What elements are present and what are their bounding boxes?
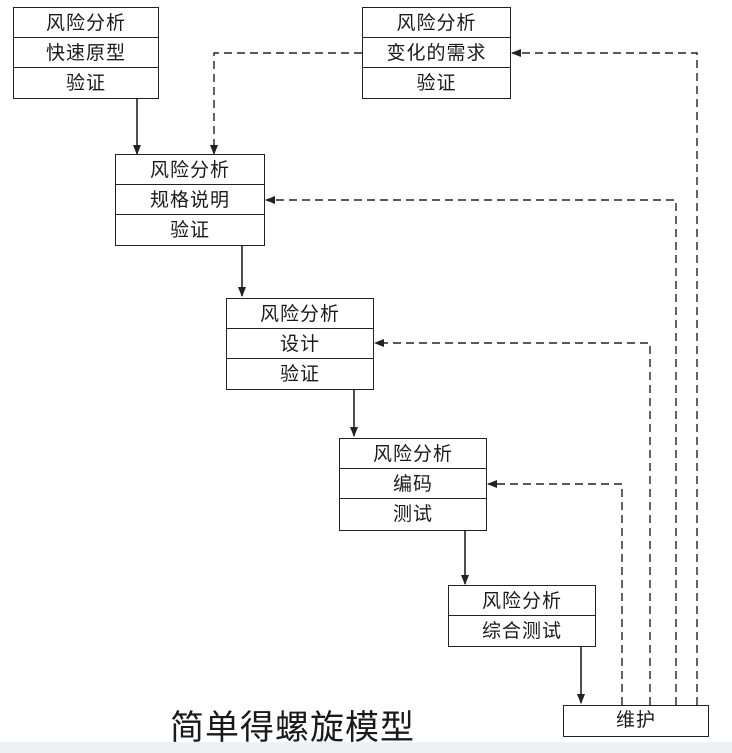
integration-testing-box: 风险分析 综合测试	[448, 585, 596, 647]
changed-requirements-label: 变化的需求	[363, 38, 510, 68]
integration-testing-label: 综合测试	[481, 620, 562, 642]
prototype-box: 风险分析 快速原型 验证	[13, 7, 159, 99]
coding-box: 风险分析 编码 测试	[339, 438, 487, 531]
risk-analysis-label: 风险分析	[227, 299, 373, 329]
maintenance-label: 维护	[615, 709, 656, 731]
specification-box: 风险分析 规格说明 验证	[115, 154, 265, 246]
feedback-arrow-to-coding	[487, 480, 623, 705]
specification-label: 规格说明	[116, 185, 264, 215]
risk-analysis-label: 风险分析	[14, 8, 158, 38]
coding-label: 编码	[340, 469, 486, 499]
verification-label: 验证	[65, 72, 106, 94]
design-box: 风险分析 设计 验证	[226, 298, 374, 390]
bottom-band	[0, 742, 732, 753]
testing-label: 测试	[392, 503, 433, 525]
risk-analysis-label: 风险分析	[116, 155, 264, 185]
risk-analysis-label: 风险分析	[340, 439, 486, 469]
verification-label: 验证	[416, 72, 457, 94]
rapid-prototype-label: 快速原型	[14, 38, 158, 68]
feedback-arrow-requirements-to-spec	[210, 52, 362, 155]
design-label: 设计	[227, 329, 373, 359]
maintenance-box: 维护	[563, 705, 709, 737]
feedback-arrow-to-changed-requirements	[511, 49, 698, 705]
changed-requirements-box: 风险分析 变化的需求 验证	[362, 7, 511, 99]
risk-analysis-label: 风险分析	[363, 8, 510, 38]
verification-label: 验证	[279, 363, 320, 385]
feedback-arrow-to-design	[374, 339, 651, 705]
diagram-caption: 简单得螺旋模型	[170, 708, 415, 748]
risk-analysis-label: 风险分析	[449, 586, 595, 616]
verification-label: 验证	[169, 219, 210, 241]
